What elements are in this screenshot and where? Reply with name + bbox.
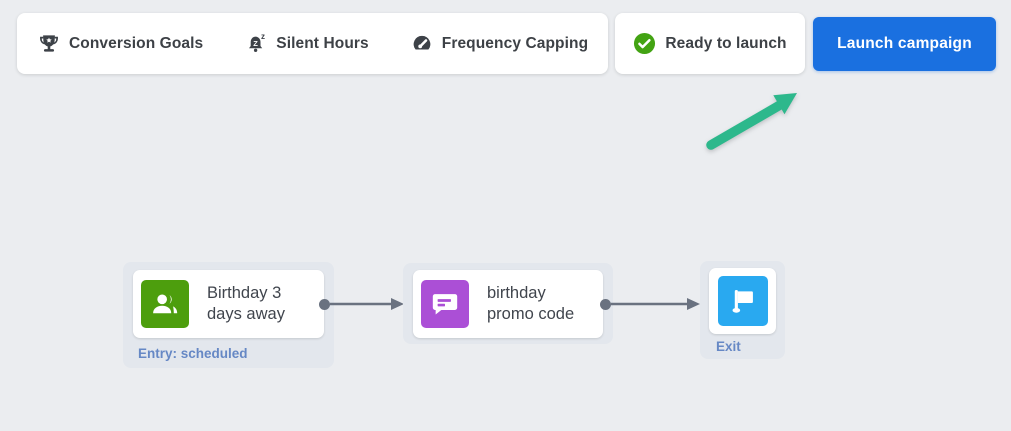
launch-campaign-button[interactable]: Launch campaign [813,17,996,71]
flow-node-message[interactable]: birthday promo code [413,270,603,338]
silent-hours-label: Silent Hours [276,34,369,52]
gauge-icon [410,32,434,56]
frequency-capping-button[interactable]: Frequency Capping [410,32,588,56]
node-title: Birthday 3 days away [207,283,285,324]
entry-caption: Entry: scheduled [138,346,248,361]
node-title: birthday promo code [487,283,575,324]
teal-arrow-annotation-icon [706,93,797,150]
exit-caption: Exit [716,339,741,354]
connector-arrow-icon [330,298,404,310]
ready-status-badge: Ready to launch [615,13,805,74]
svg-text:Z: Z [254,38,259,47]
campaign-settings-toolbar: Conversion Goals Z z Silent Hours Freque… [17,13,608,74]
connector-arrow-icon [611,298,700,310]
flow-node-entry-group: Birthday 3 days away Entry: scheduled [123,262,334,368]
flow-node-exit-group: Exit [700,261,785,359]
chat-message-icon [421,280,469,328]
flow-node-message-group: birthday promo code [403,263,613,344]
svg-text:z: z [261,32,265,41]
silent-hours-button[interactable]: Z z Silent Hours [244,32,369,56]
flow-node-exit[interactable] [709,268,776,334]
conversion-goals-label: Conversion Goals [69,34,204,52]
bell-snooze-icon: Z z [244,32,268,56]
frequency-capping-label: Frequency Capping [441,34,589,52]
conversion-goals-button[interactable]: Conversion Goals [37,32,203,56]
check-circle-icon [633,32,656,55]
entry-output-port[interactable] [319,299,330,310]
message-output-port[interactable] [600,299,611,310]
flow-node-entry[interactable]: Birthday 3 days away [133,270,324,338]
trophy-icon [37,32,61,56]
ready-status-label: Ready to launch [665,34,787,52]
flag-icon [717,276,768,326]
people-icon [141,280,189,328]
